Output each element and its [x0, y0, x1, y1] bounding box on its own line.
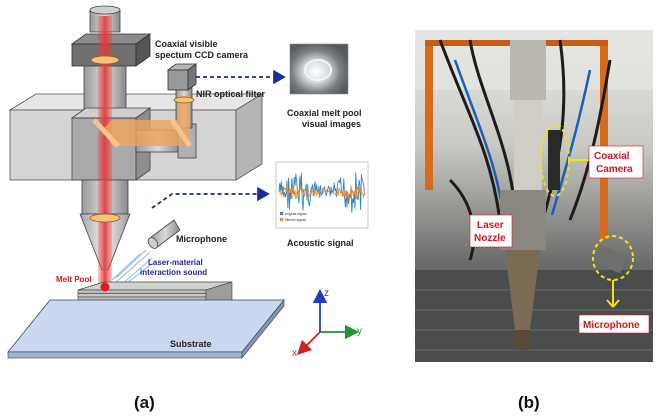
label-acoustic-signal: Acoustic signal: [287, 238, 354, 248]
label-camera-line1: Coaxial visible: [155, 39, 218, 49]
label-nir-filter: NIR optical filter: [196, 89, 266, 99]
ccd-camera: [167, 69, 189, 91]
legend-filtered: filtered signal: [285, 218, 306, 222]
legend-original: original signal: [285, 212, 307, 216]
legend-swatch-filtered: [280, 218, 283, 221]
camera-label-box: [588, 145, 644, 179]
schematic-panel: original signal filtered signal Coaxial …: [7, 5, 369, 359]
microphone-sensor: [147, 219, 181, 249]
substrate-plate: [7, 299, 285, 359]
photo-panel: Coaxial Camera Laser Nozzle Microphone: [415, 30, 653, 362]
filtered-signal-trace: [278, 184, 366, 201]
label-microphone: Microphone: [176, 234, 227, 244]
photo-label-nozzle-line2: Nozzle: [474, 233, 506, 244]
axes-triad: z y x: [292, 288, 362, 359]
panel-label-b: (b): [518, 393, 540, 412]
melt-pool-image: [289, 43, 349, 95]
photo-label-nozzle-line1: Laser: [477, 220, 504, 231]
label-sound-line2: interaction sound: [140, 268, 207, 277]
label-substrate: Substrate: [170, 339, 212, 349]
acoustic-signal-plot: original signal filtered signal: [275, 161, 369, 229]
microphone-label-box: [578, 314, 650, 334]
label-meltpool-images-line1: Coaxial melt pool: [287, 108, 362, 118]
melt-pool-dot: [100, 282, 110, 292]
label-sound-line1: Laser-material: [148, 258, 203, 267]
label-melt-pool: Melt Pool: [56, 275, 92, 284]
optics: [89, 55, 195, 223]
photo-label-camera-line1: Coaxial: [594, 151, 630, 162]
microphone-to-signal-arrow: [151, 186, 270, 209]
label-meltpool-images-line2: visual images: [302, 119, 361, 129]
label-camera-line2: spectum CCD camera: [155, 50, 249, 60]
axis-y-label: y: [357, 326, 362, 337]
axis-x-label: x: [292, 348, 297, 359]
melt-pool-glow: [304, 59, 332, 81]
microphone-highlight: [592, 235, 634, 281]
photo-label-microphone: Microphone: [583, 320, 640, 331]
photo-label-camera-line2: Camera: [596, 164, 633, 175]
upper-block: [70, 33, 152, 67]
legend-swatch-original: [280, 212, 283, 215]
nozzle-label-box: [469, 214, 513, 248]
axis-z-label: z: [324, 288, 329, 299]
panel-label-a: (a): [134, 393, 155, 412]
